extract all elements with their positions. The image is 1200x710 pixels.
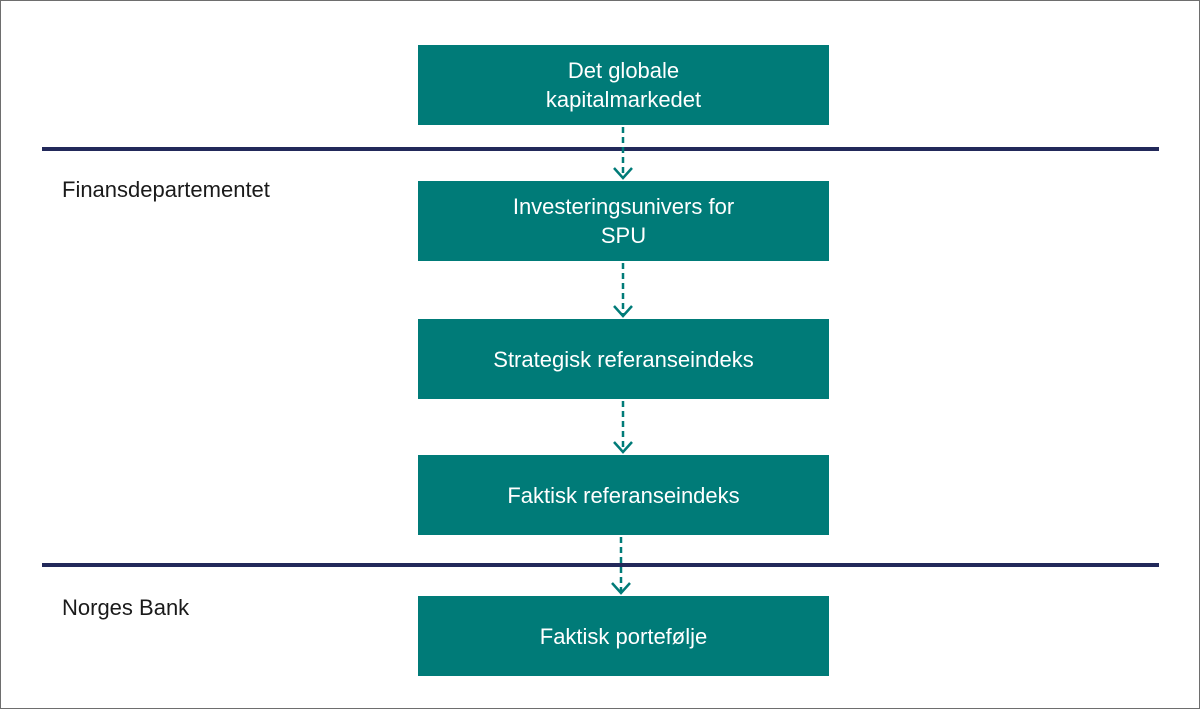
arrow-2 bbox=[613, 263, 633, 318]
divider-bottom bbox=[42, 563, 1159, 567]
section-label-finansdepartementet: Finansdepartementet bbox=[62, 177, 270, 202]
box-label: Det globale kapitalmarkedet bbox=[545, 58, 702, 112]
box-label: Faktisk portefølje bbox=[539, 623, 708, 649]
box-faktisk-referanseindeks: Faktisk referanseindeks bbox=[418, 455, 829, 535]
box-label: Strategisk referanseindeks bbox=[493, 346, 754, 372]
box-strategisk-referanseindeks: Strategisk referanseindeks bbox=[418, 319, 829, 399]
box-label: Faktisk referanseindeks bbox=[507, 482, 740, 508]
box-label: Investeringsunivers for SPU bbox=[512, 194, 735, 248]
box-faktisk-portefolje: Faktisk portefølje bbox=[418, 596, 829, 676]
box-investeringsunivers: Investeringsunivers for SPU bbox=[418, 181, 829, 261]
section-label-norges-bank: Norges Bank bbox=[62, 595, 190, 620]
arrow-3 bbox=[613, 401, 633, 454]
divider-top bbox=[42, 147, 1159, 151]
box-det-globale-kapitalmarkedet: Det globale kapitalmarkedet bbox=[418, 45, 829, 125]
arrow-1 bbox=[613, 127, 633, 180]
